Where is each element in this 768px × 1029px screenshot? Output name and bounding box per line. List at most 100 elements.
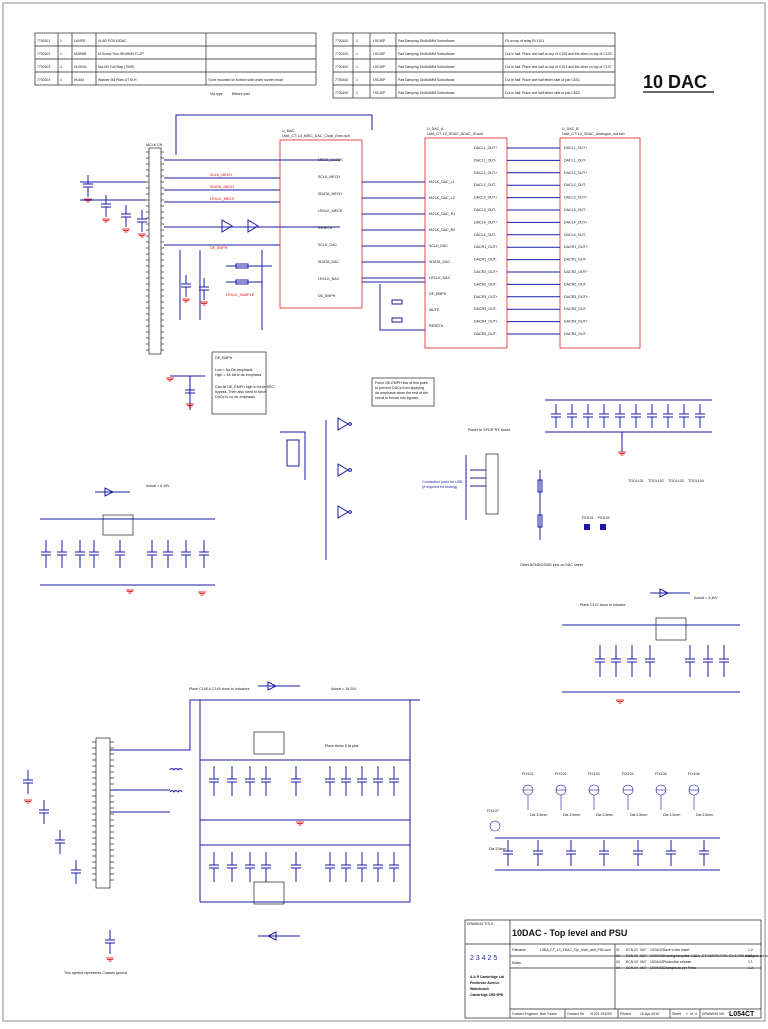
hole-diameter-label: Dia 3.5mm xyxy=(489,847,506,851)
svg-text:Place C147 close to inductor: Place C147 close to inductor xyxy=(580,603,627,607)
mach-port: SCLK_DAC xyxy=(318,243,337,247)
hole-diameter-label: Dia 3.5mm xyxy=(696,813,713,817)
screw-icon xyxy=(489,820,501,832)
svg-text:Contact Engineer: Contact Engineer xyxy=(512,1012,539,1016)
svg-text:Low = No De-emphasis: Low = No De-emphasis xyxy=(215,368,253,372)
regulator-5v: Actual = 5.19V xyxy=(40,484,215,596)
svg-text:Power to SPDIF RX board: Power to SPDIF RX board xyxy=(468,428,510,432)
svg-text:LRCLK_MECH: LRCLK_MECH xyxy=(210,197,235,201)
bom-cell: M4W5B xyxy=(74,52,87,56)
hole-diameter-label: Dia 3.5mm xyxy=(530,813,547,817)
bom-cell: 7700100 xyxy=(335,91,348,95)
svg-text:of: of xyxy=(690,1012,693,1016)
mounting-hole-label: FIX105 xyxy=(655,772,667,776)
svg-text:Actual = 15.20V: Actual = 15.20V xyxy=(331,687,357,691)
bom-cell: 7700100 xyxy=(335,39,348,43)
revision-cell: 06/7 xyxy=(640,954,647,958)
dac-output-port: DACR2_OUT+ xyxy=(474,270,498,274)
mach-port: LRCLK_MECH xyxy=(318,209,343,213)
bom-cell: 4 xyxy=(60,65,62,69)
bom-cell: Pad Damping 15x8x3MM Sorbothane xyxy=(398,78,455,82)
bom-cell: L9C40P xyxy=(373,78,386,82)
bom-cell: HL0K0A xyxy=(74,65,87,69)
svg-text:Waterbeach: Waterbeach xyxy=(470,987,489,991)
bom-cell: 1 xyxy=(60,52,62,56)
svg-text:This symbol represents Chassis: This symbol represents Chassis ground xyxy=(64,971,127,975)
dac-output-port: DACR3_OUT+ xyxy=(474,295,498,299)
power-connector: This symbol represents Chassis ground xyxy=(64,737,127,975)
bom-cell: 7700101 xyxy=(37,39,50,43)
drawing-title: 10DAC - Top level and PSU xyxy=(512,928,627,938)
mach-port: RESETA xyxy=(318,226,333,230)
mclk-connector: MCLK CN xyxy=(146,143,164,355)
dac-b-port: DACR1_OUT- xyxy=(564,258,588,262)
svg-text:Place C148 & C149 close to ind: Place C148 & C149 close to inductors xyxy=(189,687,250,691)
de-emph-note: DE_EMPH Low = No De-emphasis High = 44.1… xyxy=(211,351,275,415)
mounting-hole-label: FIX106 xyxy=(688,772,700,776)
revision-cell: 10/04/10 xyxy=(650,966,663,970)
revision-cell: Production release xyxy=(663,960,691,964)
dual-rail-regulators: Place C148 & C149 close to inductors Act… xyxy=(189,681,410,941)
revision-cell: 1.1 xyxy=(748,954,753,958)
svg-text:Other AGND/DGND pins on DAC sh: Other AGND/DGND pins on DAC sheet xyxy=(520,563,583,567)
bom-cell: Cut in half. Place one half on top of C1… xyxy=(505,65,612,69)
svg-text:DE_EMPH: DE_EMPH xyxy=(210,246,228,250)
dac-b-port: DACL3_OUT- xyxy=(564,208,587,212)
fiducial-label: FID102 xyxy=(598,516,610,520)
svg-text:MCLK CN: MCLK CN xyxy=(146,143,163,147)
revision-cell: 1.0 xyxy=(748,948,753,952)
mounting-hole-label: FIX104 xyxy=(622,772,634,776)
svg-text:SDATA_MECH: SDATA_MECH xyxy=(210,185,234,189)
revision-cell: 1.2 xyxy=(748,966,753,970)
mach-port: SDATA_DAC xyxy=(318,260,339,264)
bom-cell: Pad Damping 15x8x3MM Sorbothane xyxy=(398,39,455,43)
svg-text:DE_EMPH: DE_EMPH xyxy=(215,356,233,360)
svg-text:1: 1 xyxy=(686,1012,688,1016)
dac-b-port: DACR3_OUT+ xyxy=(564,295,588,299)
dac-output-port: DACR2_OUT- xyxy=(474,282,498,286)
revision-cell: 10/04/10 xyxy=(650,948,663,952)
svg-text:High = 44.1kHz de-emphasis: High = 44.1kHz de-emphasis xyxy=(215,373,261,377)
mach-port: MSCK_CLOCK xyxy=(318,158,343,162)
svg-text:Place these 5 at pins: Place these 5 at pins xyxy=(325,744,359,748)
bom-cell: Cut in half. Place one half on top of C1… xyxy=(505,52,612,56)
svg-text:Actual = 5.19V: Actual = 5.19V xyxy=(146,484,170,488)
dac-b-port: DACL3_OUT+ xyxy=(564,196,587,200)
revision-cell: 10/04/10 xyxy=(650,960,663,964)
dac-input-port: MCLK_DAC_R2 xyxy=(429,228,455,232)
fiducial-icon xyxy=(584,524,590,530)
revision-cell: 1.1 xyxy=(748,960,753,964)
svg-text:Bob Tounlo: Bob Tounlo xyxy=(540,1012,557,1016)
revision-cell: 06/7 xyxy=(640,948,647,952)
svg-text:LMA_CT: L3_XDAC_Analogue_out.s: LMA_CT: L3_XDAC_Analogue_out.sch xyxy=(562,132,625,136)
svg-text:Printed: Printed xyxy=(620,1012,631,1016)
dac-output-port: DACL4_OUT- xyxy=(474,233,497,237)
bom-cell: 7700100 xyxy=(335,78,348,82)
svg-text:Via type: Via type xyxy=(210,92,223,96)
svg-text:Notes: Notes xyxy=(512,961,521,965)
bom-cell: 1 xyxy=(356,52,358,56)
revision-cell: 06/7 xyxy=(640,960,647,964)
tooling-hole-label: TOOL104 xyxy=(688,479,704,483)
svg-text:Can tie DE_EMPH high to force: Can tie DE_EMPH high to force SRC xyxy=(215,385,275,389)
svg-text:to prevent DACs from applying: to prevent DACs from applying xyxy=(375,386,424,390)
bom-cell: 1 xyxy=(60,39,62,43)
svg-text:U_DAC_A: U_DAC_A xyxy=(427,127,444,131)
dac-b-port: DACR3_OUT- xyxy=(564,307,588,311)
bom-cell: L9C40P xyxy=(373,65,386,69)
mach-port: SCLK_MECH xyxy=(318,175,340,179)
svg-text:Connection point for USB: Connection point for USB xyxy=(422,480,463,484)
dac-input-port: DE_EMPH xyxy=(429,292,447,296)
svg-text:16-Apr-2010: 16-Apr-2010 xyxy=(640,1012,659,1016)
bom-cell: L9C40P xyxy=(373,52,386,56)
svg-text:DRAWING TITLE: DRAWING TITLE xyxy=(467,922,494,926)
svg-text:Filename: Filename xyxy=(512,948,526,952)
bom-cell: To be mounted on bottom side under scree… xyxy=(208,78,283,82)
revision-cell: 10/04/10 xyxy=(650,954,663,958)
fiducial-label: FID101 xyxy=(582,516,594,520)
dac-input-port: SDATA_DAC xyxy=(429,260,450,264)
